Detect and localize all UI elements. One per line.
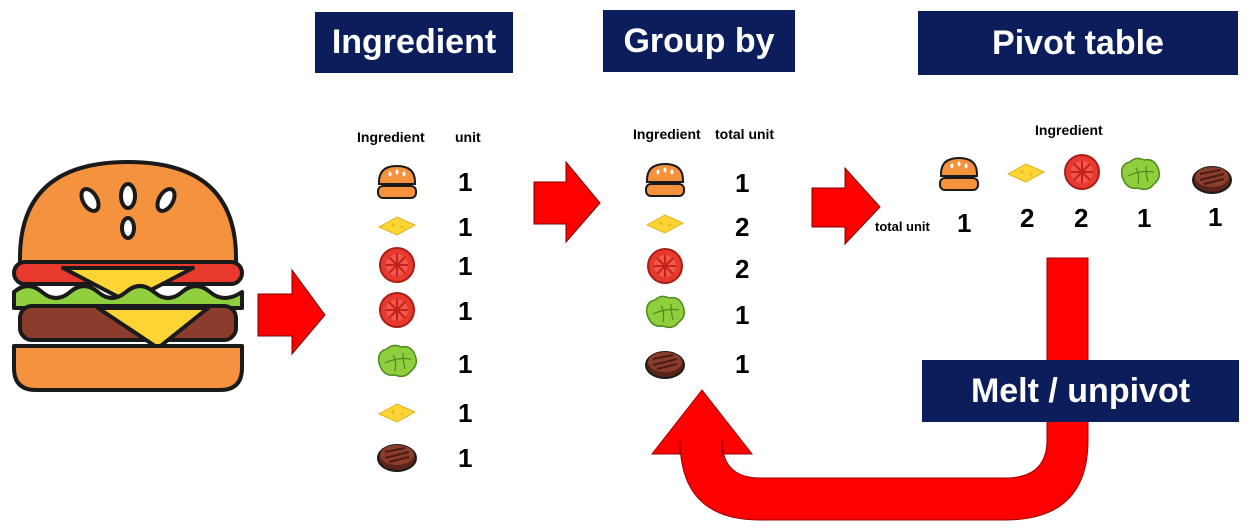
groupby-total-value: 2 bbox=[735, 254, 750, 284]
pivot-total-value: 2 bbox=[1020, 203, 1035, 233]
ingredient-unit-value: 1 bbox=[458, 167, 473, 197]
groupby-ingredient-col-header: Ingredient bbox=[633, 126, 701, 142]
cheese-icon bbox=[375, 205, 419, 245]
pivot-total-unit-label: total unit bbox=[875, 219, 930, 234]
ingredient-unit-value: 1 bbox=[458, 212, 473, 242]
groupby-total-value: 1 bbox=[735, 168, 750, 198]
ingredient-unit-value: 1 bbox=[458, 296, 473, 326]
cheese-icon bbox=[375, 392, 419, 432]
group-by-title: Group by bbox=[603, 10, 795, 72]
cheese-icon bbox=[1004, 152, 1048, 192]
tomato-icon bbox=[1060, 152, 1104, 192]
pivot-total-value: 1 bbox=[1208, 202, 1223, 232]
right-arrow-2 bbox=[533, 160, 601, 244]
patty-icon bbox=[1190, 158, 1234, 198]
pivot-total-value: 1 bbox=[957, 208, 972, 238]
tomato-icon bbox=[375, 245, 419, 285]
groupby-total-value: 1 bbox=[735, 349, 750, 379]
groupby-total-value: 2 bbox=[735, 212, 750, 242]
tomato-icon bbox=[375, 290, 419, 330]
patty-icon bbox=[643, 343, 687, 383]
right-arrow-3 bbox=[811, 166, 881, 246]
burger-icon bbox=[12, 160, 244, 392]
groupby-total-value: 1 bbox=[735, 300, 750, 330]
unit-col-header: unit bbox=[455, 129, 481, 145]
bun-icon bbox=[643, 160, 687, 200]
pivot-ingredient-header: Ingredient bbox=[1035, 122, 1103, 138]
cheese-icon bbox=[643, 203, 687, 243]
tomato-icon bbox=[643, 246, 687, 286]
lettuce-icon bbox=[375, 341, 419, 381]
ingredient-title: Ingredient bbox=[315, 12, 513, 73]
pivot-total-value: 1 bbox=[1137, 203, 1152, 233]
pivot-table-title: Pivot table bbox=[918, 11, 1238, 75]
ingredient-unit-value: 1 bbox=[458, 349, 473, 379]
ingredient-unit-value: 1 bbox=[458, 398, 473, 428]
bun-icon bbox=[375, 162, 419, 202]
ingredient-unit-value: 1 bbox=[458, 251, 473, 281]
melt-return-arrow bbox=[650, 257, 1089, 521]
pivot-total-value: 2 bbox=[1074, 203, 1089, 233]
groupby-total-unit-col-header: total unit bbox=[715, 126, 775, 142]
patty-icon bbox=[375, 436, 419, 476]
lettuce-icon bbox=[1118, 154, 1162, 194]
ingredient-unit-value: 1 bbox=[458, 443, 473, 473]
right-arrow-1 bbox=[257, 268, 326, 356]
melt-unpivot-title: Melt / unpivot bbox=[922, 360, 1239, 422]
bun-icon bbox=[937, 154, 981, 194]
ingredient-col-header: Ingredient bbox=[357, 129, 425, 145]
lettuce-icon bbox=[643, 292, 687, 332]
